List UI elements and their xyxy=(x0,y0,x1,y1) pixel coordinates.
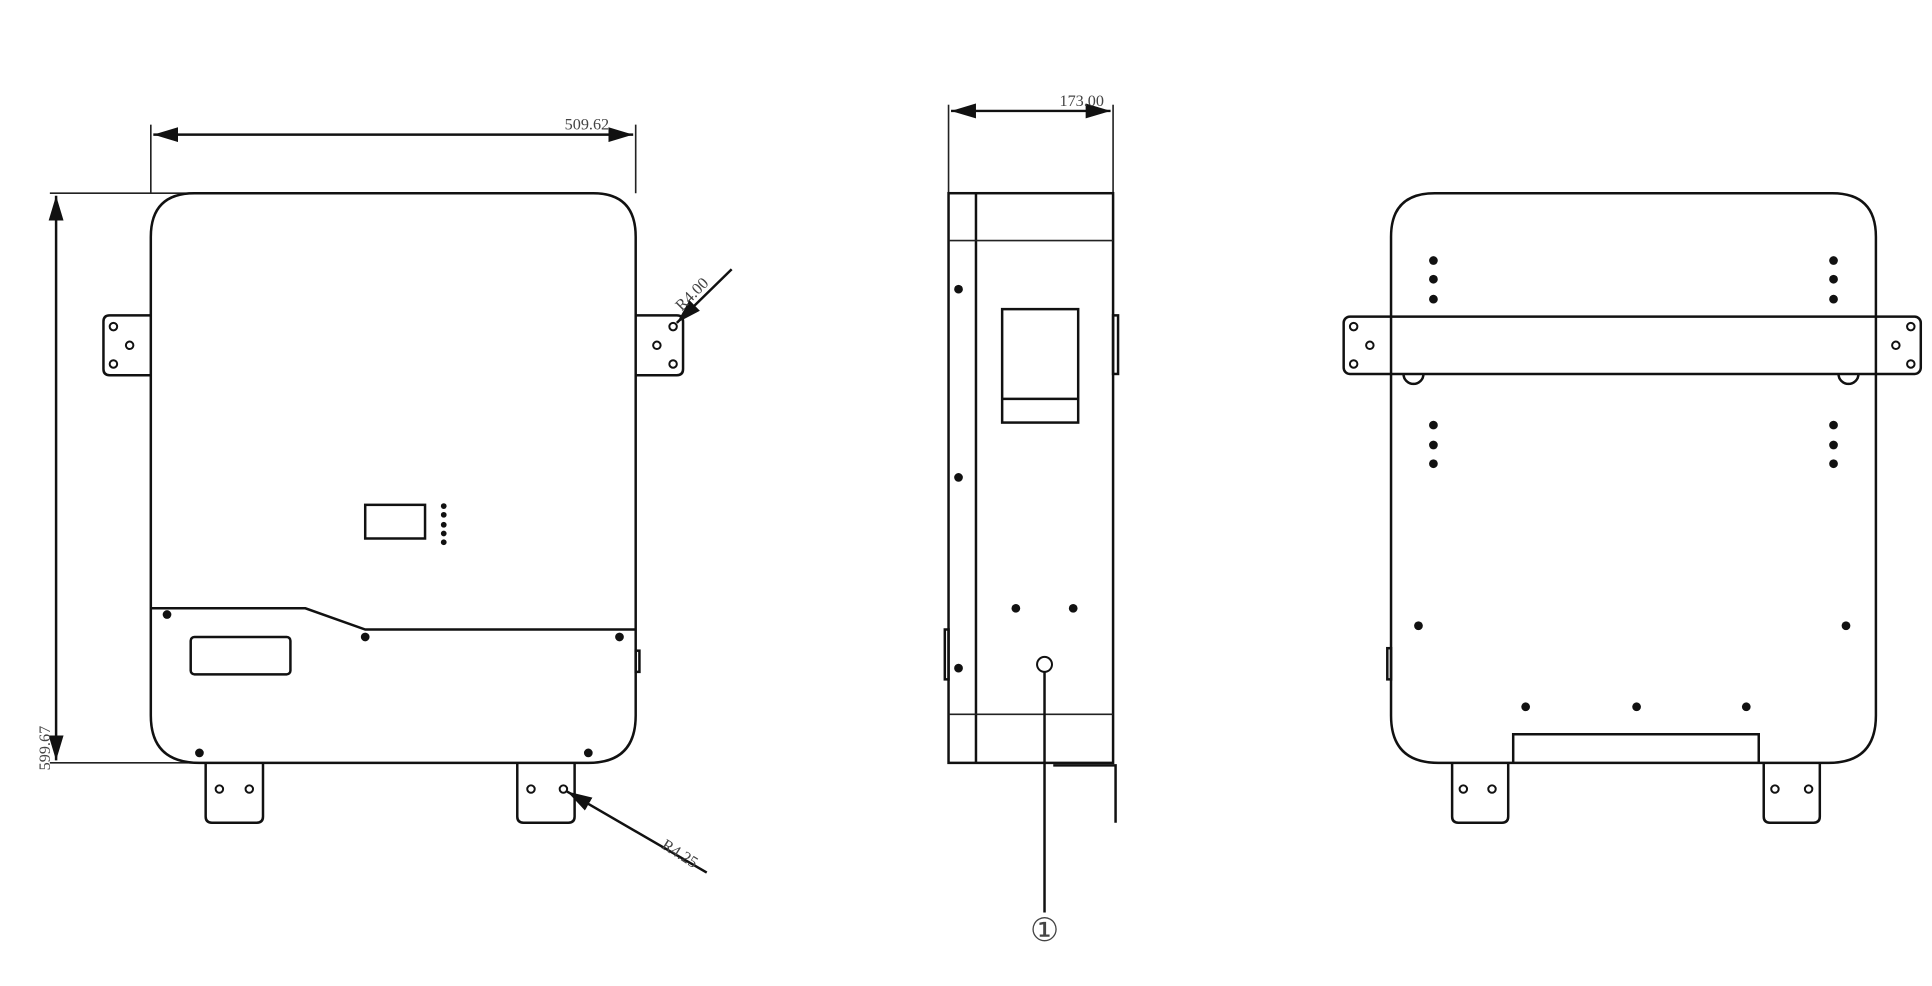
back-view xyxy=(1342,191,1923,824)
front-body-outline xyxy=(149,191,637,765)
width-dimension: 509.62 xyxy=(150,116,637,194)
connector-panel xyxy=(189,635,292,676)
left-foot xyxy=(204,762,265,824)
display-window xyxy=(363,503,427,540)
radius-callout-bottom: R4.25 xyxy=(566,790,708,874)
back-body-outline xyxy=(1389,191,1878,765)
callout-1: ① xyxy=(1030,913,1059,949)
right-mounting-ear xyxy=(635,314,685,377)
left-mounting-ear xyxy=(102,314,151,377)
back-screw-holes xyxy=(1414,256,1851,712)
depth-dimension-label: 173.00 xyxy=(1059,92,1104,110)
side-display xyxy=(1000,307,1080,424)
right-foot xyxy=(516,762,576,824)
callout-number: ① xyxy=(1030,913,1059,949)
radius-bottom-label: R4.25 xyxy=(658,836,701,872)
width-dimension-label: 509.62 xyxy=(565,116,610,134)
height-dimension: 599.67 xyxy=(36,192,200,771)
radius-callout-top: R4.00 xyxy=(672,268,733,324)
side-body-outline xyxy=(947,191,1115,765)
cable-gland xyxy=(1036,655,1054,673)
led-indicators xyxy=(440,503,447,546)
lower-cover-line xyxy=(150,607,636,631)
front-view: 509.62 599.67 R4.00 xyxy=(36,116,733,874)
back-left-foot xyxy=(1450,762,1510,824)
mounting-bracket xyxy=(1053,764,1117,823)
wall-mount-bar xyxy=(1342,315,1923,376)
depth-dimension: 173.00 xyxy=(947,92,1114,194)
height-dimension-label: 599.67 xyxy=(36,726,54,771)
side-view: 173.00 ① xyxy=(943,92,1120,949)
back-right-foot xyxy=(1762,762,1822,824)
